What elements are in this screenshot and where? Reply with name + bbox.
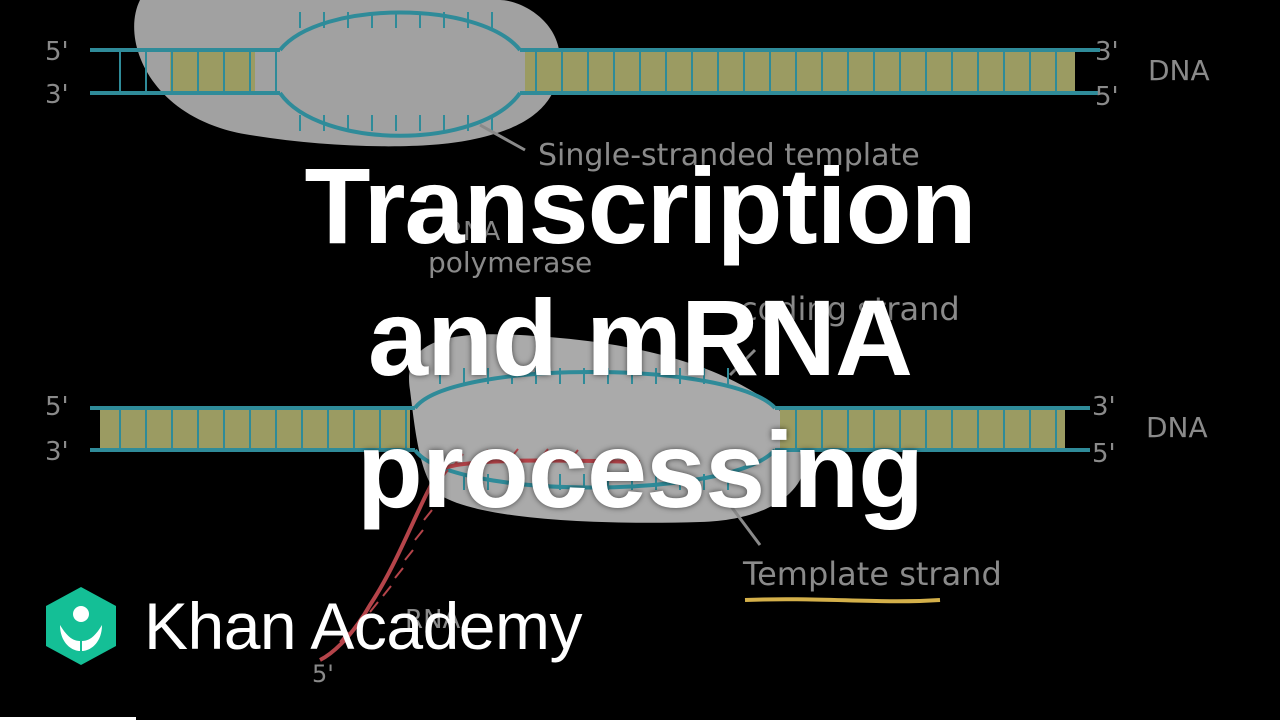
bottom-base-segment-right xyxy=(780,410,1065,448)
bottom-base-segment-left xyxy=(100,410,410,448)
rna-bases xyxy=(339,448,609,643)
rna-base-tick xyxy=(454,453,464,465)
brand-name: Khan Academy xyxy=(144,589,582,663)
title-line-2: and mRNA xyxy=(367,277,913,398)
top-bubble-lower xyxy=(278,91,522,138)
top-left-3prime: 3' xyxy=(45,80,69,110)
title-line-1: Transcription xyxy=(304,145,976,266)
video-progress-line xyxy=(0,717,136,720)
template-strand-label: Template strand xyxy=(742,555,1002,593)
bottom-base-pairs xyxy=(100,368,1065,490)
template-underline xyxy=(744,597,941,604)
rna-base-tick xyxy=(569,449,579,461)
bottom-right-5prime: 5' xyxy=(1092,439,1116,469)
top-right-5prime: 5' xyxy=(1095,82,1119,112)
rna-base-tick xyxy=(539,448,549,460)
top-bubble-upper xyxy=(278,10,522,52)
top-base-pairs xyxy=(119,12,1075,131)
template-pointer xyxy=(728,504,762,546)
polymerase-label-line1: RNA xyxy=(445,217,501,247)
rna-base-tick xyxy=(479,449,489,461)
rna-5prime-label: 5' xyxy=(312,660,334,688)
top-dna-label: DNA xyxy=(1148,54,1210,87)
rna-base-tick xyxy=(414,529,424,541)
video-title: Transcription and mRNA processing xyxy=(0,140,1280,536)
rna-base-tick xyxy=(423,509,433,521)
rna-base-tick xyxy=(382,585,392,597)
rna-base-tick xyxy=(339,631,349,643)
polymerase-label-line2: polymerase xyxy=(428,246,592,279)
title-line-3: processing xyxy=(356,409,924,530)
top-base-segment-right xyxy=(525,52,1075,91)
bottom-left-3prime: 3' xyxy=(45,437,69,467)
bottom-dna-label: DNA xyxy=(1146,411,1208,444)
bottom-dna-diagram: 5' 3' 3' 5' DNA RNA polymerase coding st… xyxy=(45,217,1208,688)
rna-strand xyxy=(319,458,641,662)
rna-base-tick xyxy=(354,617,364,629)
rna-base-tick xyxy=(369,601,379,613)
top-left-5prime: 5' xyxy=(45,37,69,67)
rna-base-tick xyxy=(394,567,404,579)
bottom-right-3prime: 3' xyxy=(1092,392,1116,422)
top-dna-diagram: 5' 3' 3' 5' DNA Single-stranded template xyxy=(45,0,1210,173)
top-polymerase-blob xyxy=(134,0,560,147)
rna-label: RNA xyxy=(405,605,461,635)
rna-base-tick xyxy=(509,448,519,460)
khan-academy-branding: Khan Academy xyxy=(40,586,582,666)
coding-strand-label: coding strand xyxy=(740,290,960,328)
top-base-segment-left xyxy=(170,52,255,91)
top-template-annotation: Single-stranded template xyxy=(538,138,920,173)
top-right-3prime: 3' xyxy=(1095,37,1119,67)
rna-base-tick xyxy=(599,451,609,463)
bottom-left-5prime: 5' xyxy=(45,392,69,422)
rna-base-tick xyxy=(404,549,414,561)
khan-academy-logo-icon xyxy=(46,587,116,665)
bottom-bubble-upper xyxy=(413,370,777,410)
top-annotation-pointer xyxy=(479,123,526,152)
rna-base-tick xyxy=(431,489,441,501)
rna-base-tick xyxy=(439,469,449,481)
coding-pointer xyxy=(728,348,757,377)
